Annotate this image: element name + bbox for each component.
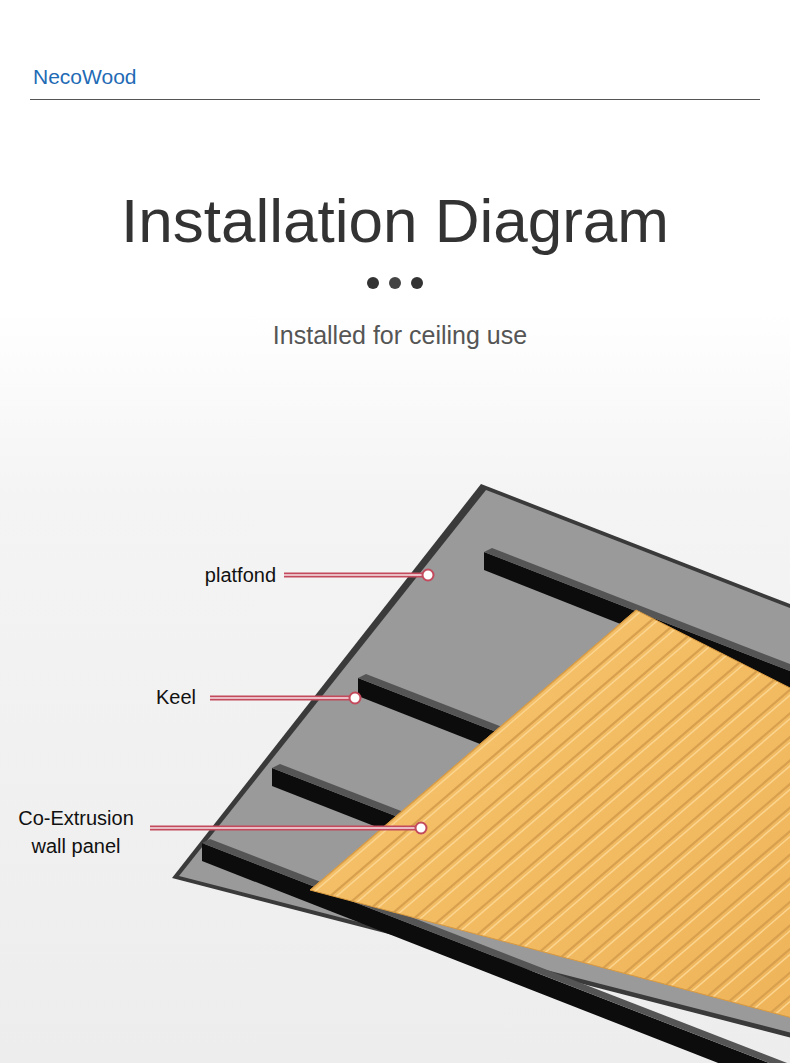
part-label: Co-Extrusion wall panel [6,804,146,860]
co-extrusion-panel [245,554,790,1063]
subtitle: Installed for ceiling use [273,321,527,350]
part-label: platfond [205,564,276,587]
part-label: Keel [156,686,196,709]
title: Installation Diagram [121,185,669,256]
leader-lines [150,570,434,834]
keels [202,548,790,1063]
header-rule [30,99,760,100]
title-dots [367,277,423,289]
brand-name: NecoWood [33,65,137,89]
